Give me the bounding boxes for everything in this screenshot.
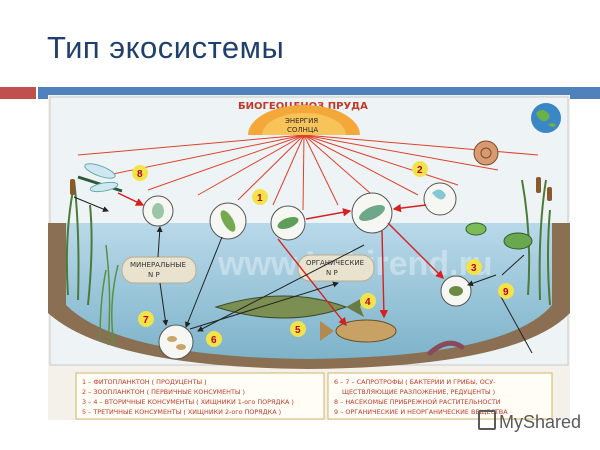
food-chain-arrows	[117, 192, 444, 327]
svg-text:4: 4	[365, 297, 371, 308]
svg-text:1: 1	[257, 193, 263, 204]
numbered-labels: 8 1 2 3 4 5 6 7 9	[132, 161, 514, 347]
mineral-substances-box: МИНЕРАЛЬНЫЕ N P	[121, 256, 197, 284]
svg-text:ОРГАНИЧЕСКИЕ: ОРГАНИЧЕСКИЕ	[306, 259, 364, 267]
svg-text:8: 8	[137, 169, 143, 180]
organic-substances-box: ОРГАНИЧЕСКИЕ N P	[297, 254, 375, 282]
svg-text:2: 2	[417, 165, 423, 176]
pike-fish-icon	[214, 295, 364, 319]
sun-label-2: СОЛНЦА	[287, 126, 318, 134]
accent-bar-red	[0, 87, 36, 99]
pond-ecosystem-diagram: БИОГЕОЦЕНОЗ ПРУДА ЭНЕРГИЯ СОЛНЦА www.Lab…	[48, 95, 570, 420]
worm-icon	[427, 340, 465, 356]
svg-text:6 – 7 – САПРОТРОФЫ ( БАКТЕРИИ: 6 – 7 – САПРОТРОФЫ ( БАКТЕРИИ И ГРИБЫ, О…	[334, 378, 495, 386]
bacteria-circle	[158, 324, 194, 360]
svg-text:9 – ОРГАНИЧЕСКИЕ И НЕОРГАНИЧЕС: 9 – ОРГАНИЧЕСКИЕ И НЕОРГАНИЧЕСКИЕ ВЕЩЕСТ…	[334, 408, 508, 416]
svg-text:8 – НАСЕКОМЫЕ ПРИБРЕЖНОЙ РАСТИ: 8 – НАСЕКОМЫЕ ПРИБРЕЖНОЙ РАСТИТЕЛЬНОСТИ	[334, 397, 501, 406]
svg-text:N P: N P	[148, 271, 160, 279]
myshared-logo: MyShared	[478, 410, 581, 433]
svg-text:ЩЕСТВЛЯЮЩИЕ РАЗЛОЖЕНИЕ, РЕДУЦЕ: ЩЕСТВЛЯЮЩИЕ РАЗЛОЖЕНИЕ, РЕДУЦЕНТЫ )	[342, 388, 495, 396]
svg-text:3: 3	[471, 263, 477, 274]
svg-text:5 – ТРЕТИЧНЫЕ КОНСУМЕНТЫ ( ХИЩ: 5 – ТРЕТИЧНЫЕ КОНСУМЕНТЫ ( ХИЩНИКИ 2-ого…	[82, 408, 281, 416]
svg-text:5: 5	[295, 325, 301, 336]
svg-text:1 – ФИТОПЛАНКТОН ( ПРОДУЦЕНТЫ: 1 – ФИТОПЛАНКТОН ( ПРОДУЦЕНТЫ )	[82, 378, 207, 386]
svg-text:9: 9	[503, 287, 509, 298]
snail-icon	[473, 140, 499, 166]
legend-left: 1 – ФИТОПЛАНКТОН ( ПРОДУЦЕНТЫ ) 2 – ЗООП…	[75, 372, 325, 420]
svg-text:2 – ЗООПЛАНКТОН ( ПЕРВИЧНЫЕ КО: 2 – ЗООПЛАНКТОН ( ПЕРВИЧНЫЕ КОНСУМЕНТЫ )	[82, 388, 245, 396]
sun-label-1: ЭНЕРГИЯ	[285, 117, 318, 125]
cattail-icons	[70, 177, 552, 201]
carp-fish-icon	[320, 319, 397, 343]
legend-right: 6 – 7 – САПРОТРОФЫ ( БАКТЕРИИ И ГРИБЫ, О…	[327, 372, 553, 420]
globe-icon	[531, 103, 561, 133]
myshared-label: MyShared	[499, 412, 582, 432]
slide-title: Тип экосистемы	[47, 30, 285, 65]
dragonfly-icon	[77, 163, 123, 193]
pond-water	[66, 223, 552, 359]
nutrient-arrows	[73, 196, 533, 354]
svg-text:6: 6	[211, 335, 217, 346]
frog-icon	[465, 222, 533, 250]
svg-text:МИНЕРАЛЬНЫЕ: МИНЕРАЛЬНЫЕ	[130, 261, 186, 269]
svg-text:7: 7	[143, 315, 149, 326]
svg-text:N P: N P	[326, 269, 338, 277]
myshared-icon	[478, 410, 496, 430]
svg-text:3 – 4 – ВТОРИЧНЫЕ КОНСУМЕНТЫ (: 3 – 4 – ВТОРИЧНЫЕ КОНСУМЕНТЫ ( ХИЩНИКИ 1…	[82, 398, 294, 406]
reed-plants	[65, 179, 551, 306]
